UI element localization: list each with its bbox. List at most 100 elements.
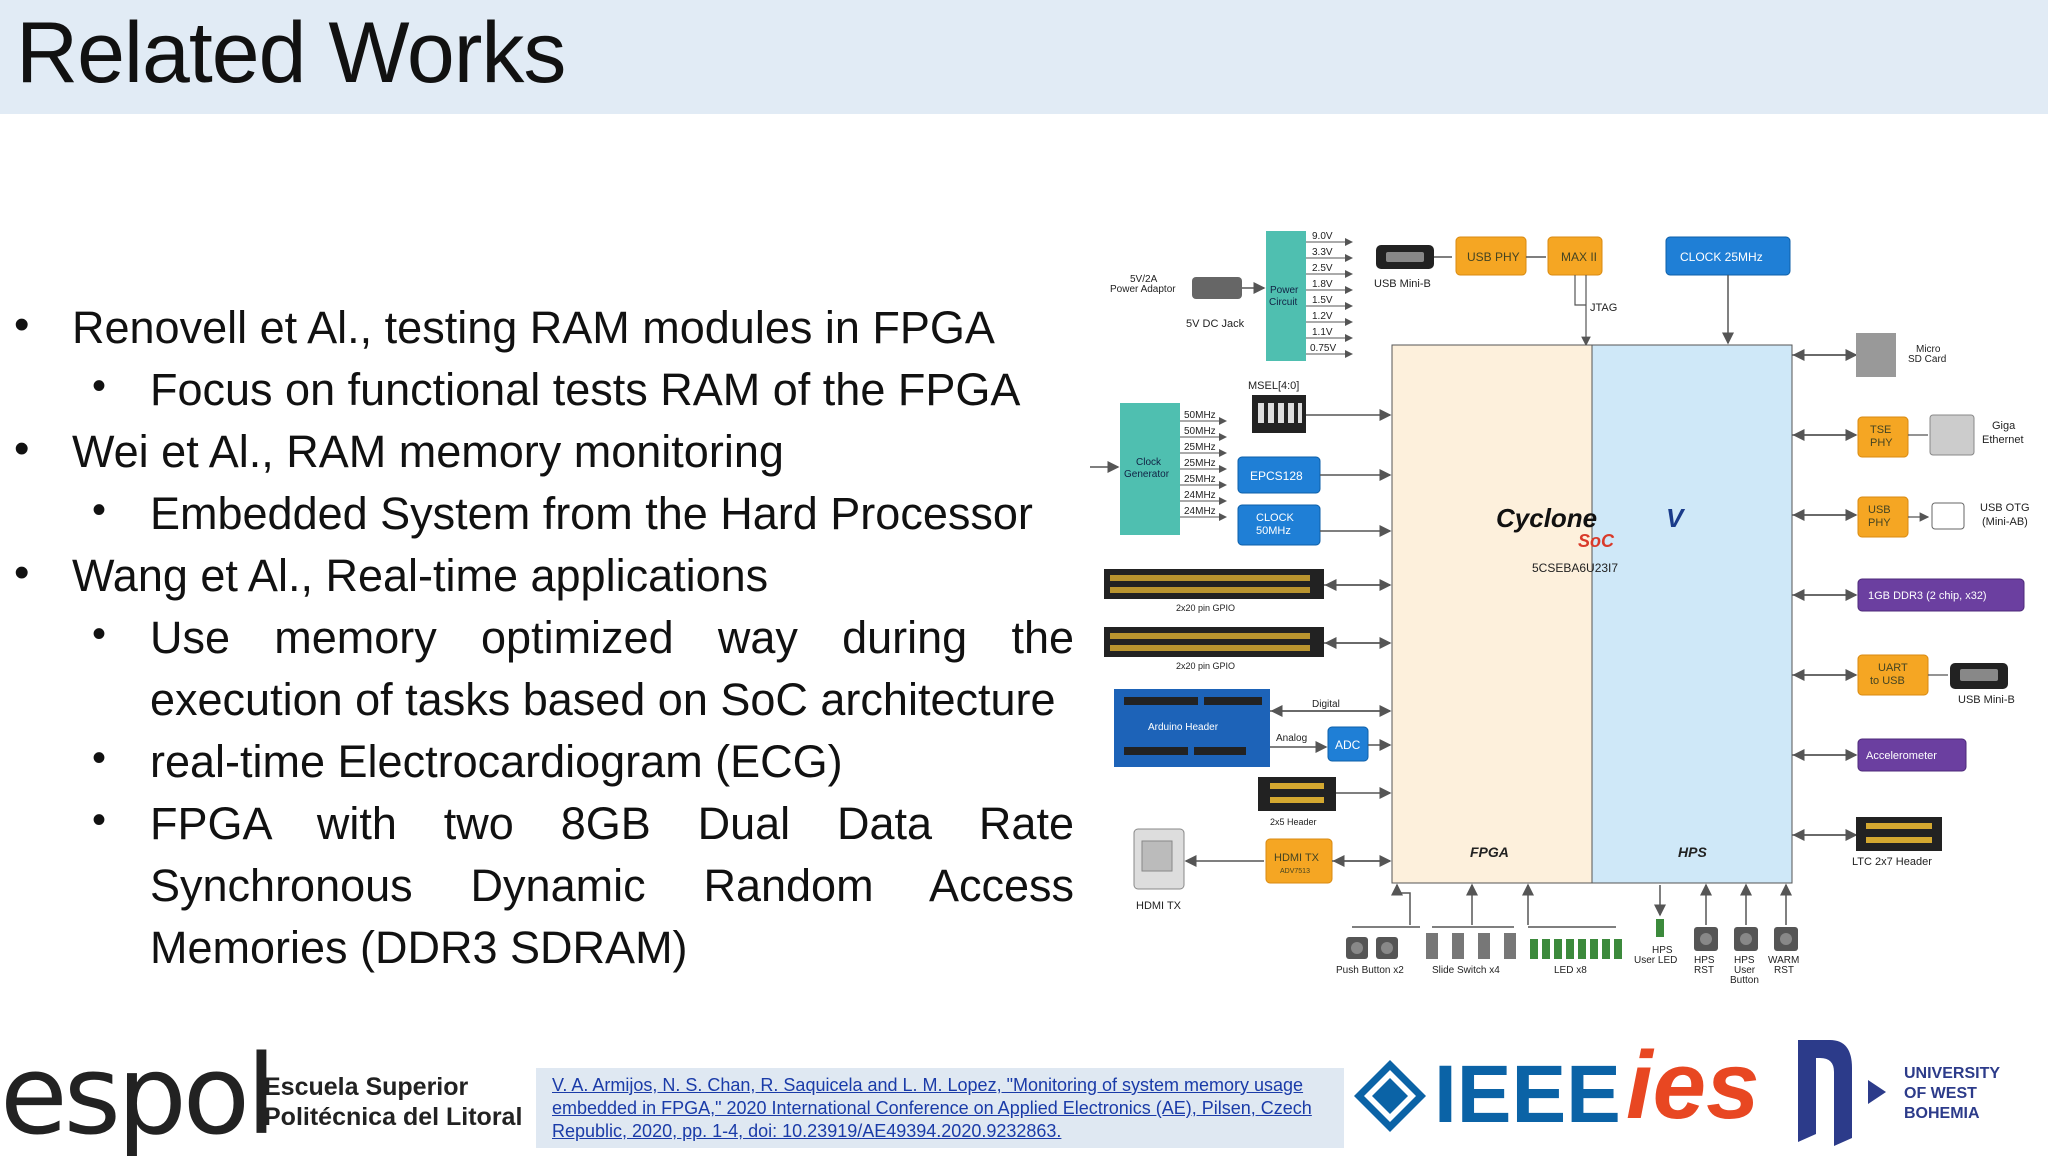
- sub-bullet-3-1-line1: Use memory optimized way during the: [150, 612, 1074, 663]
- led-label: LED x8: [1554, 965, 1587, 976]
- gpio-header-1: [1104, 569, 1324, 599]
- fpga-region: [1391, 344, 1593, 884]
- svg-text:1.5V: 1.5V: [1312, 295, 1333, 306]
- svg-text:24MHz: 24MHz: [1184, 506, 1216, 517]
- leds: [1530, 939, 1622, 959]
- clock-generator-box: [1120, 403, 1180, 535]
- usb-phy-box: [1455, 236, 1527, 276]
- epcs128-label: EPCS128: [1250, 469, 1303, 483]
- gpio-label-2: 2x20 pin GPIO: [1176, 661, 1235, 671]
- part-number: 5CSEBA6U23I7: [1532, 561, 1618, 575]
- sub-bullet-3-3-line3: Memories (DDR3 SDRAM): [150, 922, 688, 973]
- ethernet-jack-icon: [1929, 414, 1975, 456]
- espol-logo: espol: [0, 1031, 277, 1159]
- usb-phy-label: USB PHY: [1467, 250, 1520, 264]
- reference-box: V. A. Armijos, N. S. Chan, R. Saquicela …: [536, 1068, 1344, 1148]
- max-ii-label: MAX II: [1561, 250, 1597, 264]
- header-2x5-label: 2x5 Header: [1270, 817, 1317, 827]
- school-name: Escuela Superior Politécnica del Litoral: [264, 1073, 523, 1131]
- svg-text:1.1V: 1.1V: [1312, 327, 1333, 338]
- ddr3-label: 1GB DDR3 (2 chip, x32): [1868, 590, 1987, 602]
- ieee-diamond-icon: [1354, 1060, 1426, 1132]
- sub-bullet-3-3-line1: FPGA with two 8GB Dual Data Rate: [150, 798, 1074, 849]
- cyclone-v-text: V: [1666, 503, 1686, 533]
- bullet-1: Renovell et Al., testing RAM modules in …: [72, 302, 995, 353]
- svg-text:2.5V: 2.5V: [1312, 263, 1333, 274]
- bullet-2: Wei et Al., RAM memory monitoring: [72, 426, 784, 477]
- sub-bullet-3-1-line2: execution of tasks based on SoC architec…: [150, 674, 1056, 725]
- push-buttons: [1346, 937, 1398, 959]
- dc-jack-label: 5V DC Jack: [1186, 318, 1245, 330]
- slide-switch-label: Slide Switch x4: [1432, 965, 1500, 976]
- hps-user-led-icon: [1656, 919, 1664, 937]
- svg-text:1.2V: 1.2V: [1312, 311, 1333, 322]
- adc-label: ADC: [1335, 738, 1361, 752]
- usb-mini-b-right-label: USB Mini-B: [1958, 694, 2015, 706]
- header-2x5-icon: [1258, 777, 1336, 811]
- cyclone-logo-text: Cyclone: [1496, 503, 1597, 533]
- svg-text:0.75V: 0.75V: [1310, 343, 1336, 354]
- ies-logo: ies: [1626, 1032, 1760, 1139]
- clock-25mhz-label: CLOCK 25MHz: [1680, 250, 1763, 264]
- msel-label: MSEL[4:0]: [1248, 380, 1299, 392]
- svg-text:25MHz: 25MHz: [1184, 442, 1216, 453]
- micro-sd-icon: [1856, 333, 1896, 377]
- gpio-header-2: [1104, 627, 1324, 657]
- hdmi-tx-chip-sublabel: ADV7513: [1280, 868, 1310, 875]
- slide-title: Related Works: [16, 5, 566, 101]
- tse-phy-box: [1857, 416, 1909, 458]
- power-circuit-box: [1266, 231, 1306, 361]
- svg-text:50MHz: 50MHz: [1184, 426, 1216, 437]
- slide-header: Related Works: [0, 0, 2048, 114]
- usb-otg-icon: [1931, 502, 1965, 530]
- voltage-rails: 9.0V 3.3V 2.5V 1.8V 1.5V 1.2V 1.1V 0.75V: [1306, 231, 1353, 358]
- accelerometer-label: Accelerometer: [1866, 750, 1937, 762]
- svg-text:25MHz: 25MHz: [1184, 458, 1216, 469]
- hps-label: HPS: [1678, 844, 1707, 860]
- sub-bullet-3-3-line2: Synchronous Dynamic Random Access: [150, 860, 1074, 911]
- push-button-label: Push Button x2: [1336, 965, 1404, 976]
- dc-jack-icon: [1192, 277, 1242, 299]
- slide-switches: [1426, 933, 1516, 959]
- hdmi-tx-label: HDMI TX: [1136, 900, 1182, 912]
- bullet-3: Wang et Al., Real-time applications: [72, 550, 769, 601]
- jtag-label: JTAG: [1590, 302, 1617, 314]
- svg-text:50MHz: 50MHz: [1184, 410, 1216, 421]
- svg-text:24MHz: 24MHz: [1184, 490, 1216, 501]
- svg-text:9.0V: 9.0V: [1312, 231, 1333, 242]
- fpga-label: FPGA: [1470, 844, 1509, 860]
- reference-link[interactable]: V. A. Armijos, N. S. Chan, R. Saquicela …: [552, 1075, 1312, 1141]
- accelerometer-box: [1857, 738, 1967, 772]
- gpio-label-1: 2x20 pin GPIO: [1176, 603, 1235, 613]
- usb-otg-label: USB OTG(Mini-AB): [1980, 502, 2030, 528]
- usb-mini-b-top-label: USB Mini-B: [1374, 278, 1431, 290]
- soc-logo-text: SoC: [1578, 531, 1615, 551]
- sub-bullet-1-1: Focus on functional tests RAM of the FPG…: [150, 364, 1021, 415]
- arduino-header-label: Arduino Header: [1148, 722, 1219, 733]
- uwb-text: UNIVERSITY OF WEST BOHEMIA: [1904, 1065, 2001, 1122]
- ddr3-box: [1857, 578, 2025, 612]
- ltc-header-icon: [1856, 817, 1942, 851]
- analog-label: Analog: [1276, 733, 1307, 744]
- sub-bullet-2-1: Embedded System from the Hard Processor: [150, 488, 1033, 539]
- uwb-emblem-icon: [1798, 1040, 1886, 1146]
- clock-frequencies: 50MHz 50MHz 25MHz 25MHz 25MHz 24MHz 24MH…: [1180, 410, 1227, 521]
- digital-label: Digital: [1312, 699, 1340, 710]
- svg-text:25MHz: 25MHz: [1184, 474, 1216, 485]
- clock-50mhz-box: [1237, 504, 1321, 546]
- svg-text:1.8V: 1.8V: [1312, 279, 1333, 290]
